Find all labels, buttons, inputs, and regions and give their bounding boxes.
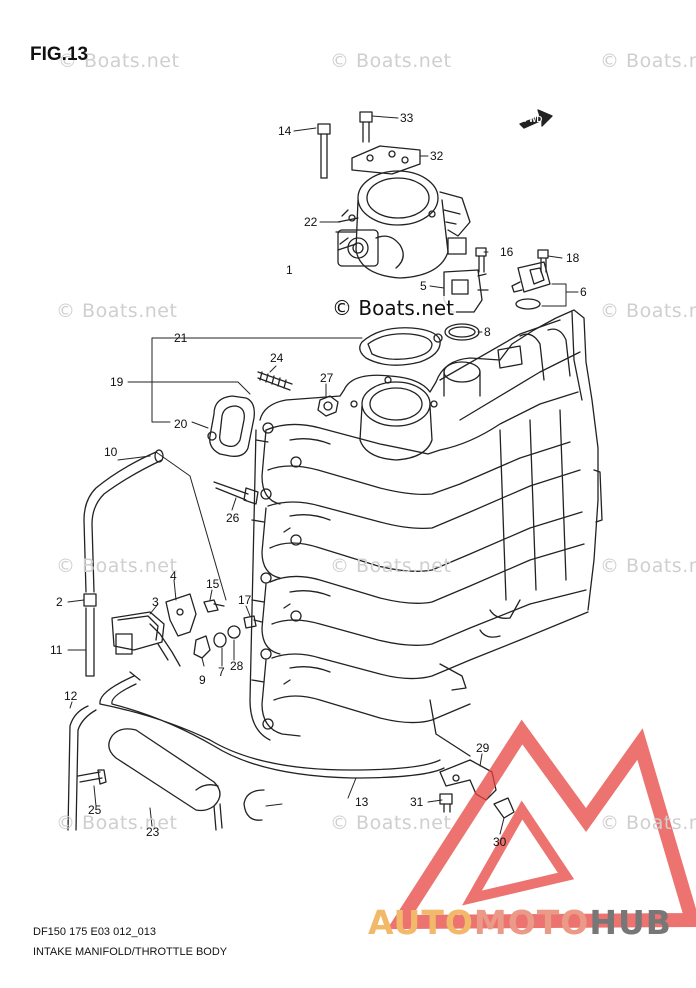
bolt-17 — [243, 615, 263, 629]
callout-18: 18 — [566, 251, 580, 265]
hose-10 — [83, 451, 163, 593]
hose-13 — [99, 675, 445, 779]
callout-17: 17 — [238, 593, 252, 607]
bolt-25 — [77, 769, 107, 785]
watermark: © Boats.net — [330, 555, 452, 577]
callout-13: 13 — [355, 795, 369, 809]
callout-24: 24 — [270, 351, 284, 365]
brand-part-auto: AUTO — [368, 903, 474, 942]
hose-12 — [67, 705, 97, 831]
leader-lines — [67, 115, 579, 835]
watermark: © Boats.net — [58, 50, 180, 72]
canister-23 — [108, 728, 223, 831]
callout-32: 32 — [430, 149, 444, 163]
callout-16: 16 — [500, 245, 514, 259]
autmotohub-logo-icon — [387, 719, 696, 930]
watermark: © Boats.net — [56, 555, 178, 577]
brand-wordmark: AUTOMOTOHUB — [368, 903, 672, 942]
callout-25: 25 — [88, 803, 102, 817]
bracket-4 — [165, 593, 197, 637]
watermark: © Boats.net — [330, 812, 452, 834]
watermark: © Boats.net — [56, 812, 178, 834]
washer-28 — [227, 625, 241, 639]
gasket-32 — [351, 145, 421, 175]
callout-33: 33 — [400, 111, 414, 125]
callout-22: 22 — [304, 215, 318, 229]
callout-19: 19 — [110, 375, 124, 389]
callout-23: 23 — [146, 825, 160, 839]
callout-20: 20 — [174, 417, 188, 431]
figure-caption: INTAKE MANIFOLD/THROTTLE BODY — [33, 946, 228, 958]
figure-code: DF150 175 E03 012_013 — [33, 926, 156, 938]
watermark: © Boats.net — [600, 555, 696, 577]
callout-21: 21 — [174, 331, 188, 345]
callout-14: 14 — [278, 124, 292, 138]
watermark: © Boats.net — [600, 50, 696, 72]
watermark: © Boats.net — [56, 300, 178, 322]
callout-29: 29 — [476, 741, 490, 755]
callout-5: 5 — [420, 279, 427, 293]
brand-part-hub: HUB — [589, 903, 672, 942]
bolt-18 — [537, 249, 549, 273]
callout-15: 15 — [206, 577, 220, 591]
hose-11 — [85, 607, 95, 677]
callout-27: 27 — [320, 371, 334, 385]
callout-28: 28 — [230, 659, 244, 673]
watermark: © Boats.net — [600, 812, 696, 834]
callout-9: 9 — [199, 673, 206, 687]
o-ring-6 — [515, 298, 541, 310]
clip-1 — [243, 789, 265, 821]
watermark-center: © Boats.net — [330, 296, 457, 320]
intake-manifold — [249, 309, 603, 757]
bolt-31 — [439, 793, 453, 813]
callout-4: 4 — [170, 569, 177, 583]
nut-27 — [317, 395, 339, 417]
gasket-20 — [207, 395, 255, 457]
callout-31: 31 — [410, 795, 424, 809]
collar-7 — [213, 632, 227, 648]
watermark: © Boats.net — [330, 50, 452, 72]
callout-8: 8 — [484, 325, 491, 339]
bolt-26 — [213, 481, 259, 505]
fwd-arrow-icon — [519, 109, 553, 129]
callout-6: 6 — [580, 285, 587, 299]
callout-26: 26 — [226, 511, 240, 525]
bolt-15 — [203, 599, 225, 613]
part-30 — [493, 797, 515, 819]
callout-12: 12 — [64, 689, 78, 703]
bolt-14 — [317, 123, 331, 179]
figure-title: FIG.13 — [30, 44, 89, 65]
watermark: © Boats.net — [600, 300, 696, 322]
sensor-6 — [511, 261, 551, 293]
callout-1: 1 — [286, 263, 293, 277]
brand-part-moto: MOTO — [473, 903, 590, 942]
throttle-body — [335, 170, 471, 279]
grommet-9 — [193, 635, 211, 659]
fwd-label: FWD — [524, 115, 543, 124]
bolt-16 — [475, 247, 487, 273]
callout-10: 10 — [104, 445, 118, 459]
gasket-21 — [359, 327, 443, 366]
callout-7: 7 — [218, 665, 225, 679]
clamp-2 — [83, 593, 97, 607]
bolt-33 — [359, 111, 373, 143]
callout-11: 11 — [50, 643, 63, 657]
callout-30: 30 — [493, 835, 507, 849]
callout-2: 2 — [56, 595, 63, 609]
valve-3 — [111, 611, 181, 667]
callout-3: 3 — [152, 595, 159, 609]
stud-24 — [257, 371, 293, 391]
